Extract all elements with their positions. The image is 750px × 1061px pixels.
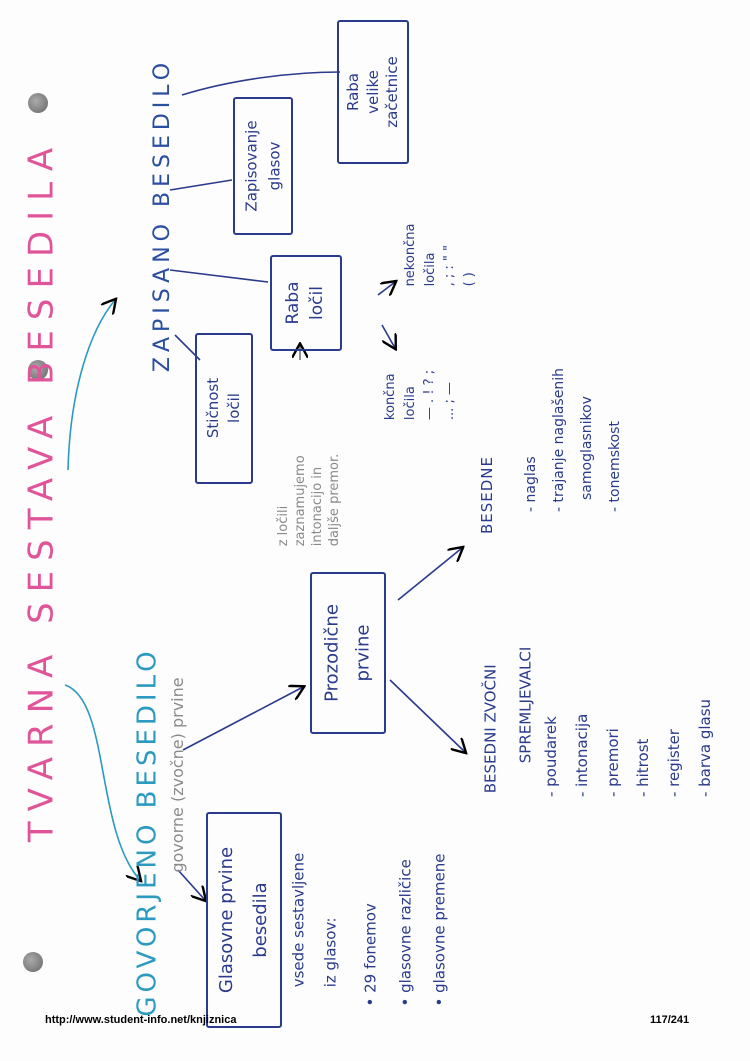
box-line: ločil [307, 286, 327, 320]
list-item: • glasovne različice [395, 859, 414, 1007]
glasovne-list: • 29 fonemov • glasovne različice • glas… [353, 853, 457, 1006]
punch-hole [23, 952, 43, 972]
box-line: besedila [250, 882, 271, 958]
symbols-line: — . ! ? ; [422, 369, 437, 421]
box-line: Glasovne prvine [215, 846, 237, 994]
nekoncna-locila: nekončna ločila , ; : " " ( ) [401, 224, 479, 287]
box-line: glasov [265, 141, 283, 191]
box-glasovne-prvine: Glasovne prvine besedila [206, 812, 282, 1028]
list-item: - trajanje naglašenih [551, 368, 567, 512]
box-line: Prozodične [321, 604, 343, 702]
box-raba-velike-zacetnice: Raba velike začetnice [337, 20, 409, 164]
box-line: Stičnost [204, 377, 222, 439]
box-raba-locil: Raba ločil [270, 255, 342, 351]
label-line: nekončna [403, 223, 418, 287]
list-item: - register [664, 729, 683, 798]
spremljevalci-heading: BESEDNI ZVOČNI SPREMLJEVALCI [474, 647, 543, 793]
box-line: Raba [343, 73, 362, 112]
page-title: TVARNA SESTAVA BESEDILA [21, 137, 62, 843]
box-line: velike [363, 70, 382, 114]
note-line: zaznamujemo [293, 455, 309, 547]
written-heading: ZAPISANO BESEDILO [149, 57, 175, 373]
list-item: - barva glasu [695, 698, 714, 798]
box-zapisovanje-glasov: Zapisovanje glasov [233, 97, 293, 235]
heading-line: BESEDNI ZVOČNI [481, 664, 500, 794]
box-sticnost-locil: Stičnost ločil [195, 333, 253, 484]
box-line: Zapisovanje [242, 120, 261, 212]
note-line: daljše premor. [326, 453, 342, 547]
koncna-locila: končna ločila — . ! ? ; ... ; — [381, 370, 459, 420]
intro-line: iz glasov: [321, 917, 339, 988]
list-item: - premori [603, 728, 622, 798]
box-line: Raba [283, 281, 304, 325]
spremljevalci-list: - poudarek - intonacija - premori - hitr… [536, 699, 721, 797]
arrow-to-written [67, 300, 115, 471]
label-line: končna [383, 373, 398, 421]
list-item: samoglasnikov [579, 396, 595, 500]
list-item: - naglas [523, 456, 539, 512]
list-item: - tonemskost [607, 421, 623, 512]
arrow-to-spoken [64, 684, 140, 880]
spoken-subtitle: govorne (zvočne) prvine [168, 677, 188, 873]
footer-url[interactable]: http://www.student-info.net/knjiznica [45, 1014, 237, 1026]
list-item: - intonacija [572, 713, 591, 798]
note-line: z ločili [276, 505, 292, 547]
note-line: intonacijo in [310, 466, 325, 547]
list-item: - hitrost [634, 738, 652, 798]
label-line: ločila [402, 386, 418, 421]
box-prozodicne-prvine: Prozodične prvine [310, 572, 386, 734]
prozodicne-note: z ločili zaznamujemo intonacijo in daljš… [276, 454, 344, 547]
box-line: prvine [352, 624, 373, 682]
label-line: ločila [422, 252, 438, 287]
intro-line: vsede sestavljene [289, 852, 308, 988]
symbols-line: , ; : " " [442, 245, 457, 287]
box-line: začetnice [382, 56, 401, 128]
list-item: • 29 fonemov [361, 903, 380, 1007]
besedne-list: - naglas - trajanje naglašenih samoglasn… [517, 368, 629, 512]
page-number: 117/241 [650, 1014, 690, 1026]
spoken-heading: GOVORJENO BESEDILO [132, 647, 163, 1017]
besedne-heading: BESEDNE [477, 455, 496, 535]
list-item: - poudarek [541, 716, 560, 798]
symbols-line: ... ; — [441, 382, 457, 421]
box-line: ločil [225, 393, 243, 423]
symbols-line: ( ) [461, 272, 477, 287]
punch-hole [28, 93, 48, 113]
list-item: • glasovne premene [430, 853, 449, 1007]
punch-hole [28, 360, 48, 380]
glasovne-intro: vsede sestavljene iz glasov: [284, 853, 347, 988]
